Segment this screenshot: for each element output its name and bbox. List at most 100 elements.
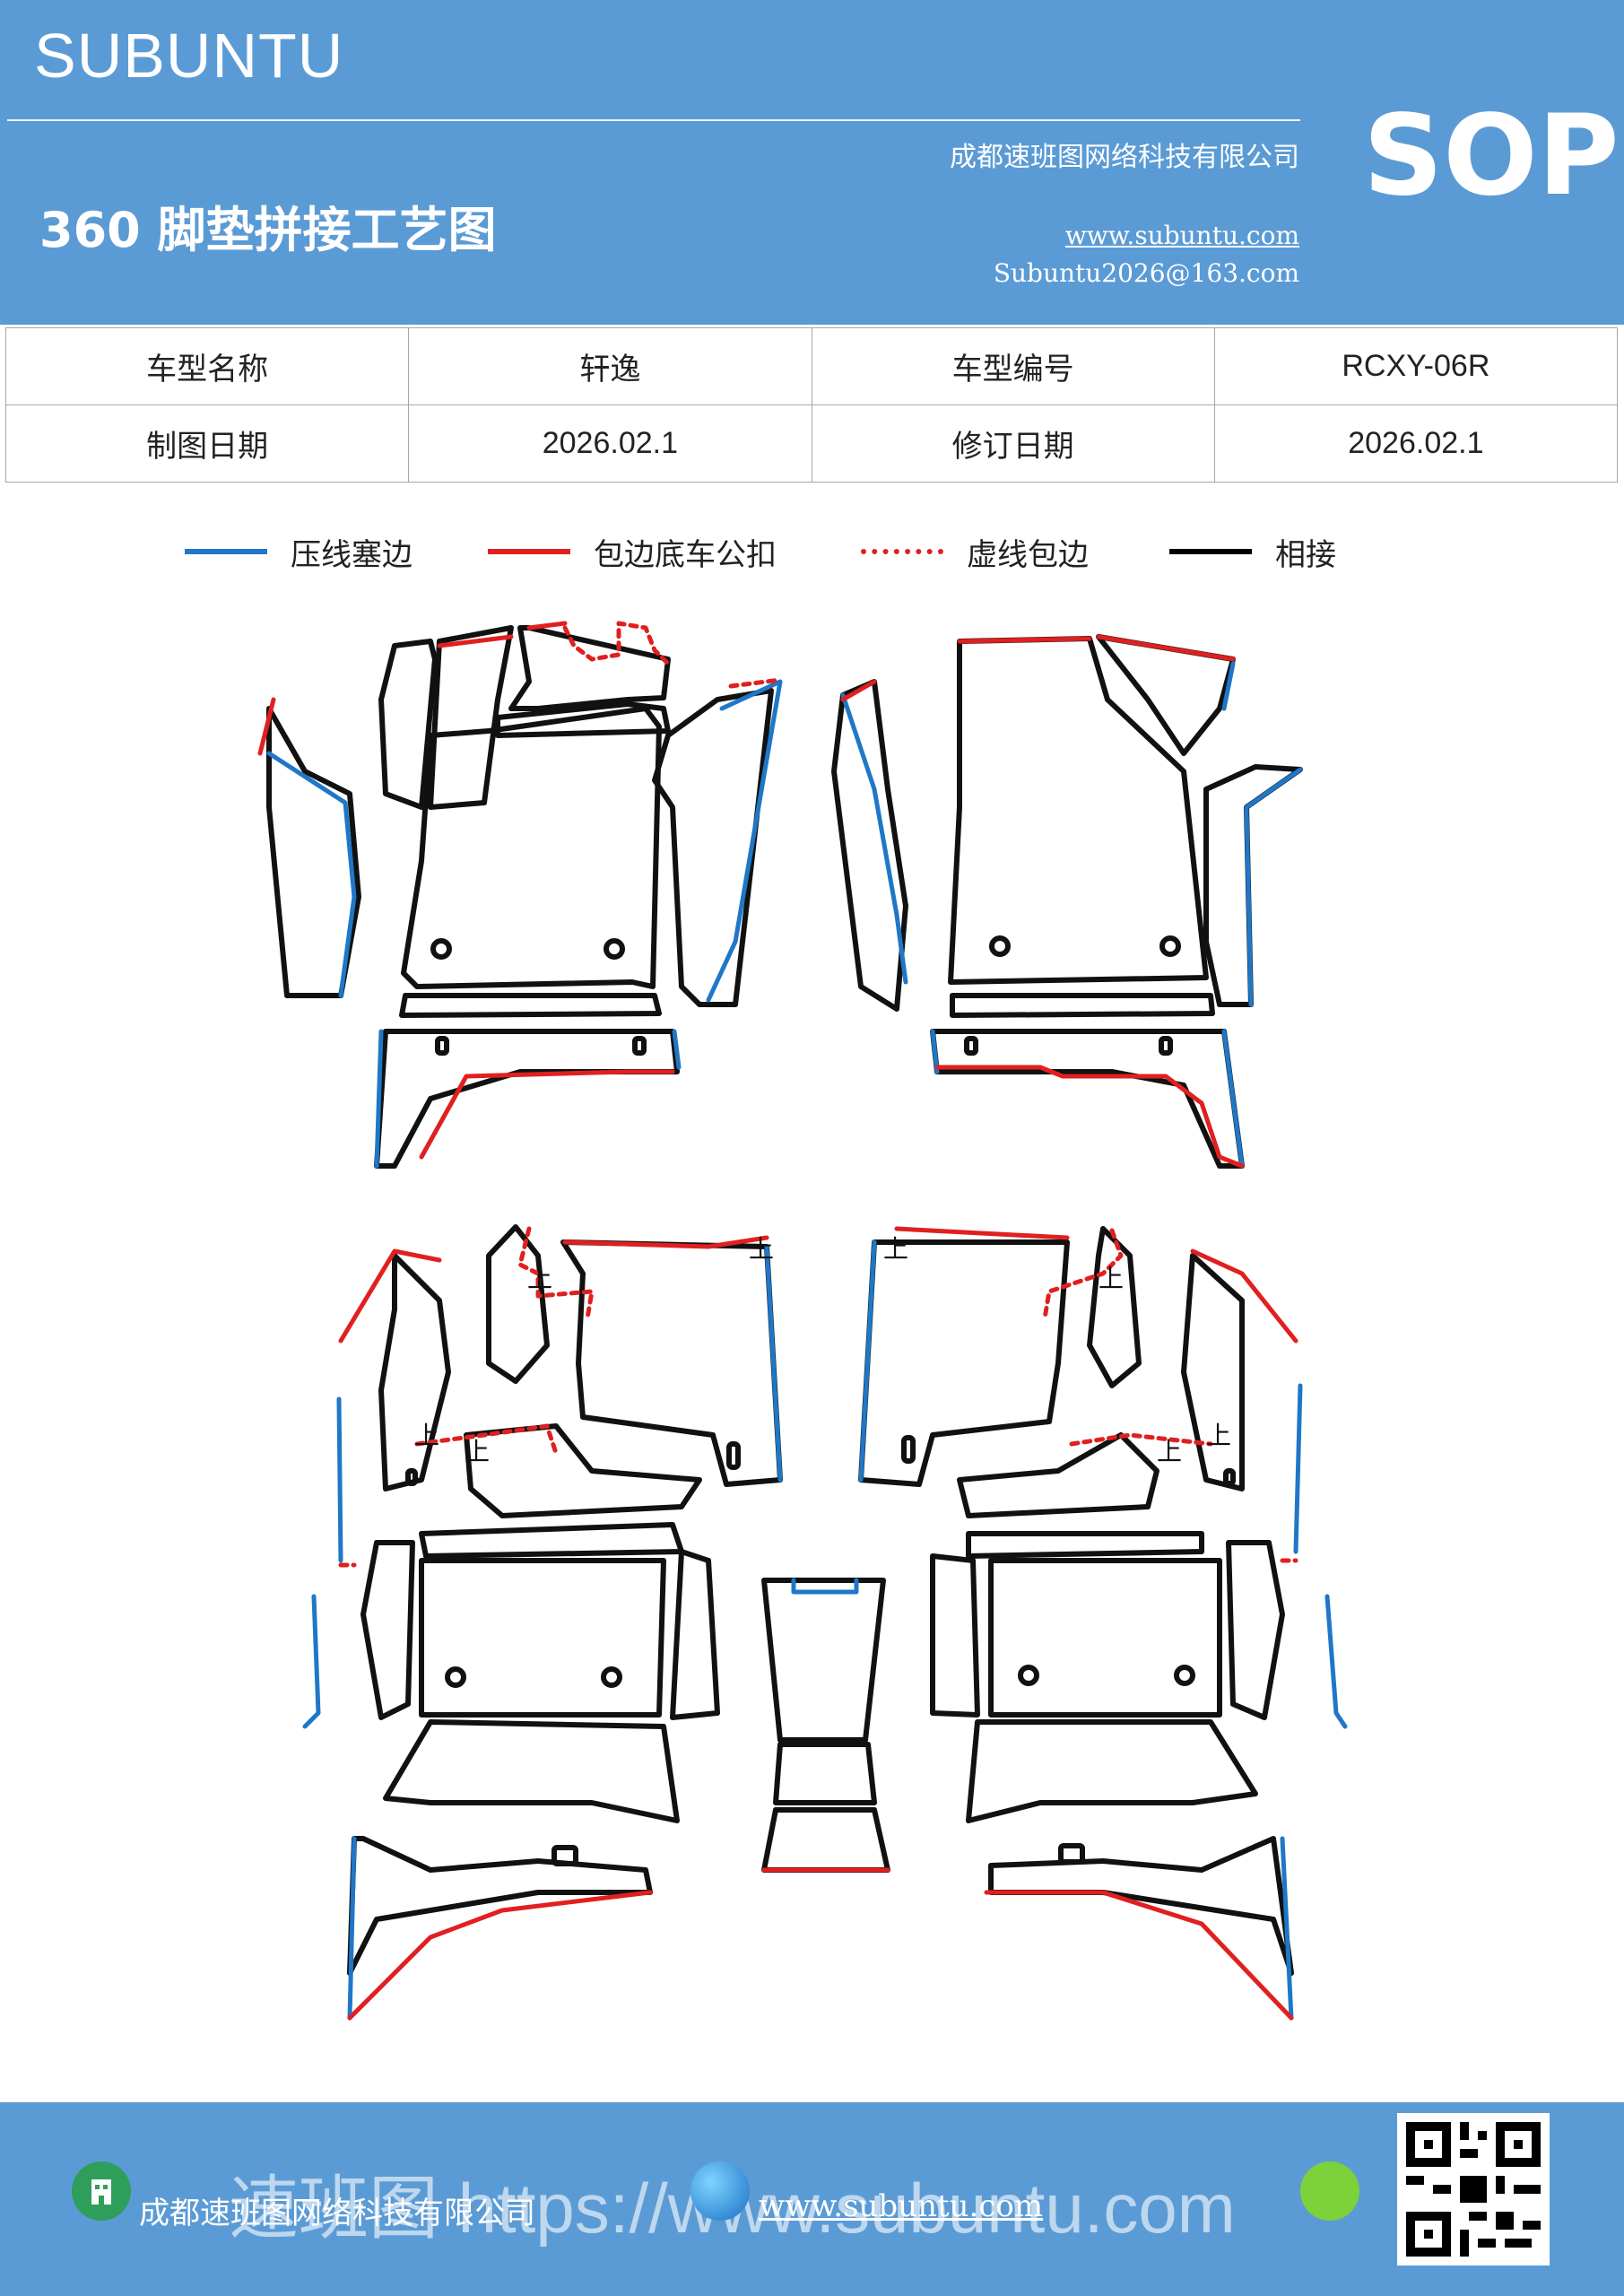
red-edge [338,1248,442,1344]
globe-icon [690,2161,750,2221]
header-banner: SUBUNTU 360 脚垫拼接工艺图 成都速班图网络科技有限公司 www.su… [0,0,1624,325]
rear-outer-piece [378,1253,451,1492]
red-edge [934,1065,1245,1169]
label-model-code: 车型编号 [811,327,1215,405]
main-mat-front-left [401,706,662,989]
legend-label: 虚线包边 [967,536,1089,573]
red-edge [526,621,568,631]
left-sill-piece [831,679,908,1012]
red-edge [957,636,1092,644]
dotted-edge [517,1226,595,1321]
floor-mat-diagram: 上 上 上 上 上 上 上 上 [257,621,1348,2021]
header-divider [7,119,1300,121]
blue-edge [930,1029,940,1074]
rear-side-piece-right [1087,1226,1142,1388]
clip-hole [601,1666,622,1688]
clip-slot [726,1441,741,1470]
clip-slot [1058,1843,1085,1865]
side-piece-a [378,639,438,810]
table-row: 制图日期 2026.02.1 修订日期 2026.02.1 [4,404,1619,483]
red-edge [1190,1248,1298,1344]
email-address: Subuntu2026@163.com [993,258,1299,288]
clip-hole [430,938,452,960]
lower-piece [374,1029,680,1169]
blue-edge [1221,661,1236,711]
orientation-mark: 上 [1157,1437,1182,1466]
legend-label: 包边底车公扣 [594,536,777,573]
value-model-code: RCXY-06R [1213,327,1619,405]
legend-label: 相接 [1275,536,1336,573]
rear-upper-mat-right [858,1239,1070,1487]
tunnel-top-piece [761,1578,886,1743]
orientation-mark: 上 [1099,1264,1124,1293]
red-edge [1096,634,1236,662]
clip-slot [1159,1036,1173,1056]
blue-edge [302,1594,321,1729]
dotted-edge [414,1423,559,1456]
table-row: 车型名称 轩逸 车型编号 RCXY-06R [4,327,1619,405]
footer-website-link[interactable]: www.subuntu.com [759,2188,1044,2224]
rear-strip [419,1522,684,1559]
legend-item-wrap-clip: 包边底车公扣 [488,529,777,574]
sop-badge: SOP [1363,91,1620,221]
clip-slot [551,1845,578,1866]
rear-left-mat-group [347,1224,783,1976]
vehicle-info-table: 车型名称 轩逸 车型编号 RCXY-06R 制图日期 2026.02.1 修订日… [4,327,1619,483]
rear-left-edge-right [930,1553,980,1718]
qr-code [1397,2113,1550,2266]
dotted-edge [1069,1432,1213,1447]
red-edge [840,679,877,702]
heel-strip [950,993,1215,1018]
tunnel-mid-piece [773,1742,877,1805]
label-model-name: 车型名称 [4,327,410,405]
page-title: 360 脚垫拼接工艺图 [39,202,497,258]
rear-right-edge-right [1226,1540,1285,1720]
footer-banner: 速班图 https://www.subuntu.com 成都速班图网络科技有限公… [0,2102,1624,2296]
clip-slot [435,1036,449,1056]
rear-main-mat-right [988,1558,1222,1718]
orientation-mark: 上 [749,1234,774,1264]
red-edge [347,1890,653,2021]
strip-top [495,701,671,738]
blue-edge [266,751,357,998]
rear-lower-panel-right [966,1719,1258,1823]
top-piece [508,625,671,711]
legend-item-dotted-wrap: 虚线包边 [861,529,1089,574]
dotted-edge [728,677,783,689]
red-edge [984,1890,1294,2021]
blue-edge [1293,1383,1303,1554]
blue-edge [1221,1029,1245,1169]
rear-step-piece [347,1836,653,1976]
legend-item-joint: 相接 [1169,529,1336,574]
label-revise-date: 修订日期 [811,404,1215,483]
value-model-name: 轩逸 [408,327,812,405]
wechat-icon [1300,2161,1359,2221]
clip-slot [405,1468,418,1486]
dotted-edge [1042,1228,1124,1321]
value-draw-date: 2026.02.1 [408,404,812,483]
red-edge [894,1226,1070,1240]
orientation-mark: 上 [1206,1421,1231,1450]
rear-strip-right [966,1531,1204,1559]
footer-company-name: 成都速班图网络科技有限公司 [139,2196,535,2231]
rear-right-mat-group [858,1226,1294,1976]
legend-item-press-line: 压线塞边 [185,529,413,574]
legend-swatch-black [1169,549,1252,554]
rear-upper-mat [560,1239,783,1487]
legend-swatch-red-dotted [861,549,943,554]
front-left-mat-group [266,625,774,1169]
red-edge [419,1069,675,1160]
rear-mid-piece-right [957,1432,1159,1518]
label-draw-date: 制图日期 [4,404,410,483]
line-legend: 压线塞边 包边底车公扣 虚线包边 相接 [0,529,1624,574]
blue-edge [764,1244,783,1483]
rear-right-edge [670,1549,720,1720]
clip-hole [1174,1665,1195,1686]
website-link[interactable]: www.subuntu.com [1064,221,1299,250]
value-revise-date: 2026.02.1 [1213,404,1619,483]
clip-hole [1159,935,1181,957]
clip-hole [989,935,1011,957]
blue-edge [672,1029,682,1070]
blue-edge [336,1396,343,1563]
orientation-mark: 上 [465,1437,490,1466]
